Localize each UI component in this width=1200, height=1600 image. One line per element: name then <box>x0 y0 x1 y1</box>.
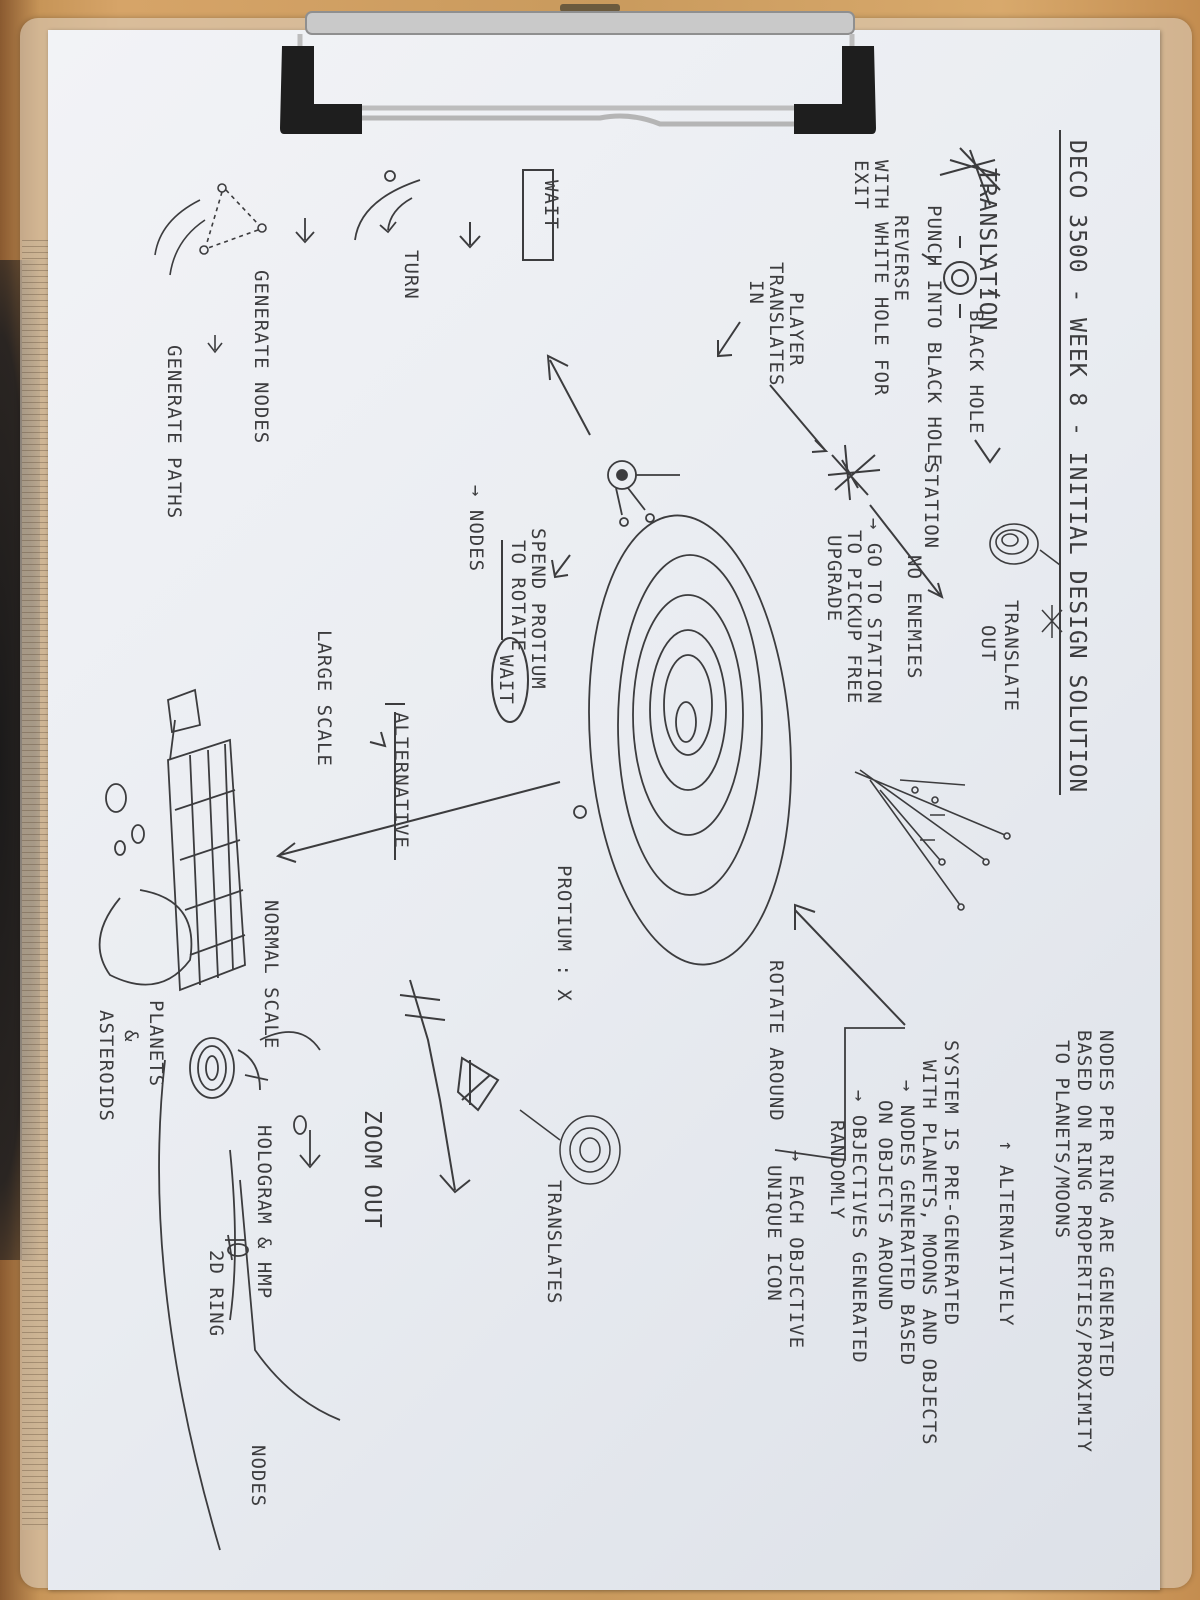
arrow-icon <box>794 903 906 1026</box>
wait-box <box>522 169 554 261</box>
label-hologram: HOLOGRAM & HMP <box>253 1125 275 1299</box>
page-title: DECO 3500 - WEEK 8 - INITIAL DESIGN SOLU… <box>1064 140 1090 793</box>
label-player-1: PLAYER <box>785 292 807 367</box>
notes-alternatively: ↑ ALTERNATIVELY <box>995 1140 1017 1327</box>
label-go-3: UPGRADE <box>823 535 845 622</box>
notes-system-1: SYSTEM IS PRE-GENERATED <box>940 1040 962 1326</box>
label-rotate-around: ROTATE AROUND <box>765 960 787 1122</box>
label-alternative: ALTERNATIVE <box>390 712 412 849</box>
notes-line-2: BASED ON RING PROPERTIES/PROXIMITY <box>1073 1030 1095 1453</box>
label-spend-2: TO ROTATE <box>507 540 529 652</box>
clipboard-clip <box>280 4 876 134</box>
notes-system-4: ON OBJECTS AROUND <box>874 1100 896 1311</box>
zoom-out-arrow <box>399 979 471 1194</box>
label-nodes-right: NODES <box>247 1445 269 1507</box>
label-wait-box: WAIT <box>540 180 562 230</box>
solar-system-rings-sketch <box>573 514 792 966</box>
bracket-line <box>774 1027 905 1162</box>
clipboard-ruler-edge <box>22 240 52 1530</box>
arrow-icon <box>869 504 944 599</box>
label-translate-out-2: OUT <box>977 625 999 662</box>
notes-system-3: → NODES GENERATED BASED <box>896 1080 918 1366</box>
arrow-icon <box>546 354 591 436</box>
hologram-grid-sketch <box>98 688 246 992</box>
label-wait-circled: WAIT <box>495 655 517 705</box>
notes-objectives-1: → OBJECTIVES GENERATED <box>848 1090 870 1364</box>
label-no-enemies: NO ENEMIES <box>903 555 925 679</box>
notes-each-1: → EACH OBJECTIVE <box>785 1150 807 1349</box>
sketch-paper <box>48 30 1160 1590</box>
alternative-arrows <box>275 703 561 863</box>
notes-system-2: WITH PLANETS, MOONS AND OBJECTS <box>918 1060 940 1446</box>
label-translation: TRANSLATION <box>974 168 1000 331</box>
label-ring-2d: 2D RING <box>205 1250 227 1337</box>
branching-nodes-sketch <box>854 769 1011 911</box>
arrow-down-icon <box>459 222 481 249</box>
label-translate-out-1: TRANSLATE <box>1000 600 1022 712</box>
sparkle-icon <box>1041 605 1063 638</box>
orbit-arc-sketch <box>295 170 421 244</box>
label-go-1: → GO TO STATION <box>863 518 885 705</box>
label-reverse-3: EXIT <box>850 160 872 210</box>
arrow-icon <box>551 554 571 579</box>
black-hole-sketch <box>921 236 1001 318</box>
notes-line-3: TO PLANETS/MOONS <box>1051 1040 1073 1239</box>
label-large-scale: LARGE SCALE <box>313 630 335 767</box>
circled-wait-outline <box>491 637 529 723</box>
label-reverse-2: WITH WHITE HOLE FOR <box>870 160 892 396</box>
label-player-3: IN <box>745 280 767 305</box>
arrow-icon <box>717 321 741 358</box>
label-translates: TRANSLATES <box>543 1180 565 1304</box>
label-station: STATION <box>920 462 942 549</box>
label-spend-1: SPEND PROTIUM <box>527 528 549 690</box>
node-graph-sketch <box>154 183 267 354</box>
label-planets-2: & <box>120 1030 142 1042</box>
label-planets-1: PLANETS <box>145 1000 167 1087</box>
label-generate-nodes: GENERATE NODES <box>250 270 272 444</box>
arrow-down-icon <box>974 439 1001 464</box>
white-hole-spiral-icon <box>989 523 1061 566</box>
label-zoom-out: ZOOM OUT <box>359 1110 385 1229</box>
label-protium: PROTIUM : X <box>553 865 575 1002</box>
notes-line-1: NODES PER RING ARE GENERATED <box>1095 1030 1117 1378</box>
label-generate-paths: GENERATE PATHS <box>163 345 185 519</box>
planet-with-moons-sketch <box>607 460 680 527</box>
notes-each-2: UNIQUE ICON <box>763 1165 785 1302</box>
label-reverse-1: REVERSE <box>890 215 912 302</box>
scribble-star-icon <box>939 147 1001 206</box>
notes-objectives-2: RANDOMLY <box>826 1120 848 1220</box>
label-punch-in: PUNCH INTO BLACK HOLE <box>923 205 945 466</box>
hologram-ring-sketch <box>158 1031 341 1551</box>
translates-spiral-icon <box>519 1109 621 1185</box>
label-black-hole: BLACK HOLE <box>965 310 987 434</box>
arrow-icon <box>769 384 829 453</box>
label-normal-scale: NORMAL SCALE <box>260 900 282 1049</box>
ship-scribble-icon <box>456 1056 500 1112</box>
station-scribble-icon <box>827 444 881 501</box>
label-planets-3: ASTEROIDS <box>95 1010 117 1122</box>
label-go-2: TO PICKUP FREE <box>843 530 865 704</box>
label-nodes-arrow: → NODES <box>465 485 487 572</box>
label-player-2: TRANSLATES <box>765 262 787 386</box>
label-turn: TURN <box>400 250 422 300</box>
